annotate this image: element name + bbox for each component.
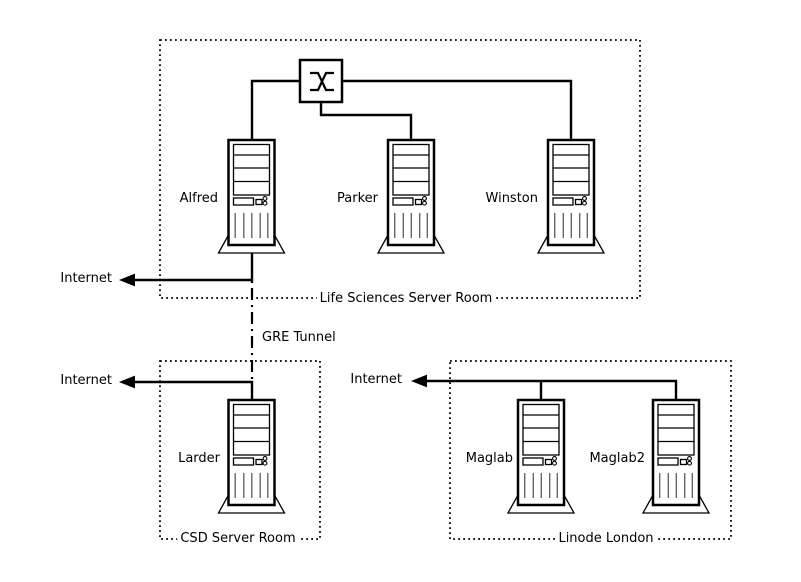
arrowhead-internet-1 xyxy=(119,273,135,287)
node-label-larder: Larder xyxy=(178,451,221,466)
node-label-alfred: Alfred xyxy=(180,191,218,206)
link-switch-parker xyxy=(319,102,413,140)
room-box-csd xyxy=(159,360,321,540)
gre-tunnel-label: GRE Tunnel xyxy=(262,330,336,345)
server-icon-larder xyxy=(217,398,286,515)
server-icon-parker xyxy=(376,138,446,255)
room-label-linode: Linode London xyxy=(558,531,653,546)
server-icon-winston xyxy=(536,138,606,255)
link-switch-winston xyxy=(342,79,573,140)
switch-icon xyxy=(298,58,344,104)
link-larder-internet xyxy=(135,380,254,400)
link-linode-internet xyxy=(427,379,678,400)
node-label-maglab: Maglab xyxy=(466,451,513,466)
server-icon-alfred xyxy=(217,138,286,255)
link-switch-alfred xyxy=(250,79,300,140)
internet-label-3: Internet xyxy=(350,372,402,387)
internet-label-1: Internet xyxy=(60,271,112,286)
node-label-winston: Winston xyxy=(486,191,538,206)
room-label-life-sciences: Life Sciences Server Room xyxy=(320,291,493,306)
arrowhead-internet-3 xyxy=(411,374,427,388)
room-label-csd: CSD Server Room xyxy=(180,531,295,546)
node-label-maglab2: Maglab2 xyxy=(589,451,645,466)
server-icon-maglab xyxy=(506,398,576,515)
arrowhead-internet-2 xyxy=(119,375,135,389)
link-alfred-internet xyxy=(135,253,254,282)
room-box-linode xyxy=(449,360,732,540)
node-label-parker: Parker xyxy=(337,191,379,206)
server-icon-maglab2 xyxy=(641,398,711,515)
room-box-life-sciences xyxy=(159,39,641,299)
internet-label-2: Internet xyxy=(60,373,112,388)
